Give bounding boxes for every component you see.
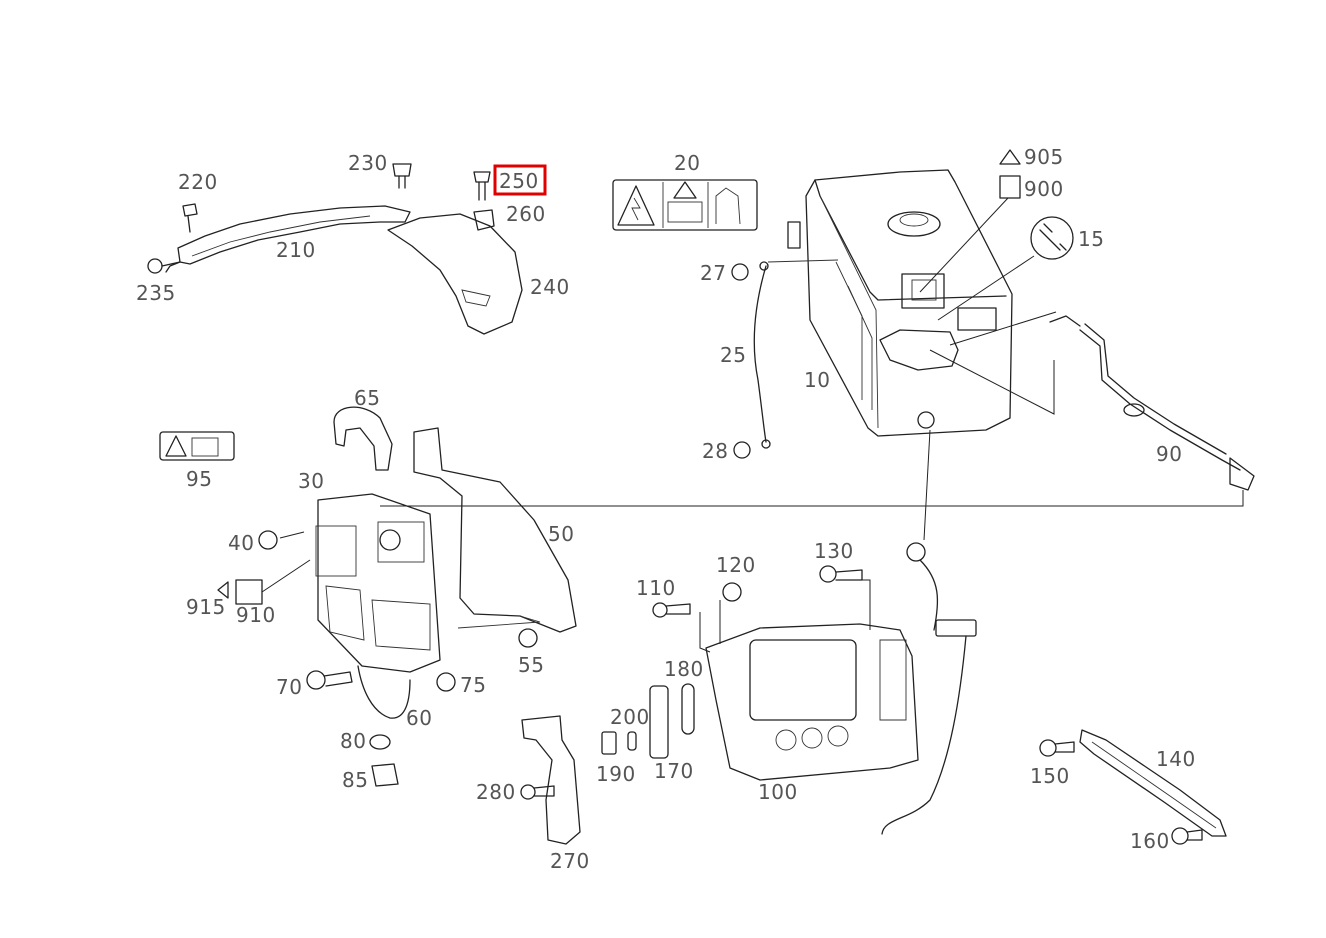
callout-190[interactable]: 190 bbox=[596, 762, 636, 786]
callout-140[interactable]: 140 bbox=[1156, 747, 1196, 771]
callout-50[interactable]: 50 bbox=[548, 522, 574, 546]
callout-915[interactable]: 915 bbox=[186, 595, 226, 619]
callout-235[interactable]: 235 bbox=[136, 281, 176, 305]
label-95-drawing bbox=[159, 431, 235, 461]
screw-160-drawing bbox=[1171, 827, 1203, 845]
callout-230[interactable]: 230 bbox=[348, 151, 388, 175]
bolt-70-drawing bbox=[306, 670, 353, 690]
screw-110-drawing bbox=[652, 602, 691, 618]
leader-lines bbox=[261, 197, 1244, 653]
callout-220[interactable]: 220 bbox=[178, 170, 218, 194]
callout-40[interactable]: 40 bbox=[228, 531, 254, 555]
charger-30-drawing bbox=[315, 493, 441, 673]
callout-70[interactable]: 70 bbox=[276, 675, 302, 699]
warning-label-20-drawing bbox=[612, 179, 758, 231]
callout-55[interactable]: 55 bbox=[518, 653, 544, 677]
highlight-box-250 bbox=[493, 164, 547, 196]
callout-180[interactable]: 180 bbox=[664, 657, 704, 681]
callout-25[interactable]: 25 bbox=[720, 343, 746, 367]
rail-140-drawing bbox=[1079, 729, 1227, 837]
callout-200[interactable]: 200 bbox=[610, 705, 650, 729]
cable-90-drawing bbox=[1049, 315, 1255, 491]
connector-190-drawing bbox=[601, 731, 617, 755]
nut-55-drawing bbox=[518, 628, 538, 648]
callout-85[interactable]: 85 bbox=[342, 768, 368, 792]
callout-90[interactable]: 90 bbox=[1156, 442, 1182, 466]
callout-900[interactable]: 900 bbox=[1024, 177, 1064, 201]
callout-280[interactable]: 280 bbox=[476, 780, 516, 804]
callout-210[interactable]: 210 bbox=[276, 238, 316, 262]
callout-170[interactable]: 170 bbox=[654, 759, 694, 783]
clip-85-drawing bbox=[371, 763, 399, 787]
cable-60-drawing bbox=[357, 665, 411, 719]
callout-65[interactable]: 65 bbox=[354, 386, 380, 410]
callout-260[interactable]: 260 bbox=[506, 202, 546, 226]
screw-220-drawing bbox=[182, 203, 198, 233]
cover-240-drawing bbox=[387, 213, 523, 335]
callout-910[interactable]: 910 bbox=[236, 603, 276, 627]
nut-120-drawing bbox=[722, 582, 742, 602]
callout-270[interactable]: 270 bbox=[550, 849, 590, 873]
cable-harness-drawing bbox=[881, 542, 977, 835]
nut-28-drawing bbox=[733, 441, 751, 459]
callout-100[interactable]: 100 bbox=[758, 780, 798, 804]
callout-15[interactable]: 15 bbox=[1078, 227, 1104, 251]
callout-150[interactable]: 150 bbox=[1030, 764, 1070, 788]
callout-240[interactable]: 240 bbox=[530, 275, 570, 299]
callout-160[interactable]: 160 bbox=[1130, 829, 1170, 853]
seal-180-drawing bbox=[681, 683, 695, 735]
plug-900-drawing bbox=[999, 175, 1021, 199]
connector-910-drawing bbox=[235, 579, 263, 605]
nut-40-drawing bbox=[258, 530, 278, 550]
tool-15-drawing bbox=[1030, 216, 1074, 260]
screw-250-drawing bbox=[473, 171, 491, 201]
nut-27-drawing bbox=[731, 263, 749, 281]
screw-230-drawing bbox=[392, 163, 412, 189]
nut-75-drawing bbox=[436, 672, 456, 692]
nut-235-drawing bbox=[147, 258, 181, 274]
callout-130[interactable]: 130 bbox=[814, 539, 854, 563]
cap-905-drawing bbox=[999, 149, 1021, 165]
clip-260-drawing bbox=[473, 209, 495, 231]
callout-75[interactable]: 75 bbox=[460, 673, 486, 697]
gasket-170-drawing bbox=[649, 685, 669, 759]
screw-130-drawing bbox=[819, 565, 863, 583]
screw-150-drawing bbox=[1039, 739, 1075, 757]
oring-200-drawing bbox=[627, 731, 637, 751]
grommet-80-drawing bbox=[369, 734, 391, 750]
callout-95[interactable]: 95 bbox=[186, 467, 212, 491]
cap-915-drawing bbox=[217, 581, 229, 599]
callout-28[interactable]: 28 bbox=[702, 439, 728, 463]
callout-120[interactable]: 120 bbox=[716, 553, 756, 577]
converter-100-drawing bbox=[705, 623, 919, 781]
bracket-270-drawing bbox=[521, 715, 581, 845]
callout-80[interactable]: 80 bbox=[340, 729, 366, 753]
screw-280-drawing bbox=[520, 784, 555, 800]
callout-10[interactable]: 10 bbox=[804, 368, 830, 392]
battery-box-10-drawing bbox=[805, 169, 1013, 437]
callout-27[interactable]: 27 bbox=[700, 261, 726, 285]
callout-905[interactable]: 905 bbox=[1024, 145, 1064, 169]
callout-60[interactable]: 60 bbox=[406, 706, 432, 730]
bracket-50-drawing bbox=[413, 427, 577, 633]
callout-250[interactable]: 250 bbox=[499, 169, 539, 193]
callout-20[interactable]: 20 bbox=[674, 151, 700, 175]
clamp-65-drawing bbox=[333, 406, 393, 471]
callout-110[interactable]: 110 bbox=[636, 576, 676, 600]
callout-30[interactable]: 30 bbox=[298, 469, 324, 493]
cable-25-drawing bbox=[753, 221, 839, 449]
